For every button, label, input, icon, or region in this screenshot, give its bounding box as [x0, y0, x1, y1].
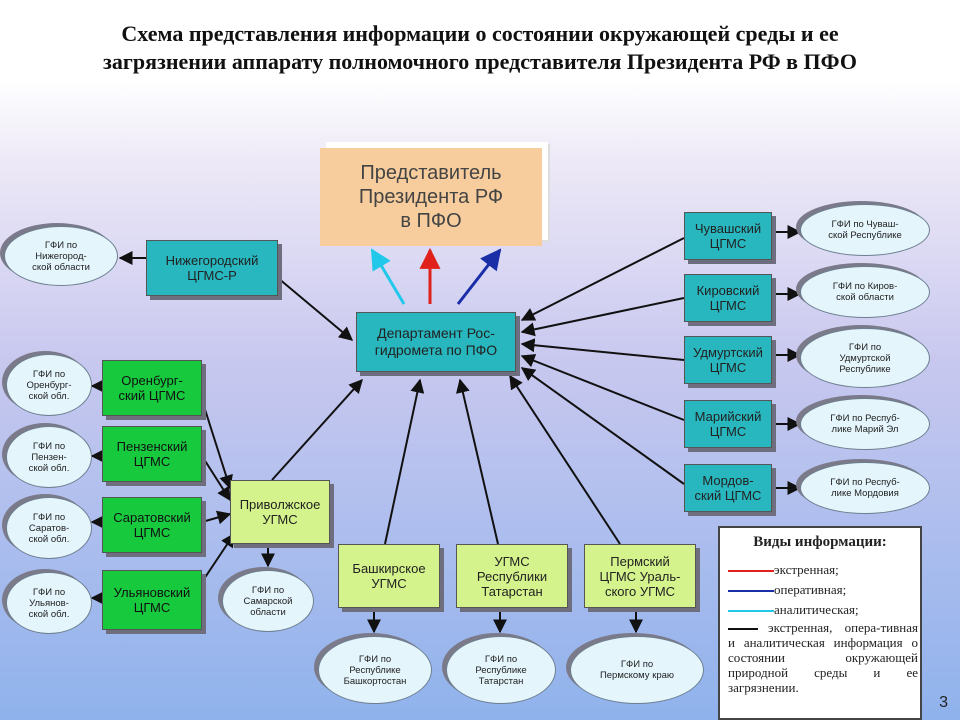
gfi-penza-ellipse: ГФИ по Пензен- ской обл. [6, 426, 92, 488]
arrow-saratov-privolzh [201, 510, 232, 525]
arrow-tatar-dept [456, 378, 499, 545]
gfi-chuvash-ellipse: ГФИ по Чуваш- ской Республике [800, 204, 930, 256]
page-number: 3 [939, 694, 948, 711]
arrow-orenburg-privolzh [201, 399, 233, 490]
arrow-mordov-dept [520, 367, 685, 485]
gfi-bashkir-ellipse: ГФИ по Республике Башкортостан [318, 636, 432, 704]
department-box: Департамент Рос- гидромета по ПФО [356, 312, 516, 372]
nizhny-cgms-box: Нижегородский ЦГМС-Р [146, 240, 278, 296]
arrow-analytical [370, 248, 406, 305]
legend-title: Виды информации: [753, 534, 887, 550]
legend-label-analytical: аналитическая; [774, 602, 859, 617]
arrow-mari-dept [520, 354, 685, 421]
penza-cgms-box: Пензенский ЦГМС [102, 426, 202, 482]
gfi-perm-ellipse: ГФИ по Пермскому краю [570, 636, 704, 704]
title-line-2: загрязнении аппарату полномочного предст… [103, 49, 857, 74]
udmurt-cgms-box: Удмуртский ЦГМС [684, 336, 772, 384]
arrow-ulyanovsk-privolzh [201, 532, 235, 583]
legend-swatch-analytical [728, 610, 774, 612]
gfi-orenburg-ellipse: ГФИ по Оренбург- ской обл. [6, 354, 92, 416]
chuvash-cgms-box: Чувашский ЦГМС [684, 212, 772, 260]
kirov-cgms-box: Кировский ЦГМС [684, 274, 772, 322]
legend-box: Виды информации: экстренная; оперативная… [718, 526, 922, 720]
mordov-cgms-box: Мордов- ский ЦГМС [684, 464, 772, 512]
legend-label-emergency: экстренная; [774, 562, 839, 577]
gfi-mari-ellipse: ГФИ по Респуб- лике Марий Эл [800, 398, 930, 450]
gfi-samara-ellipse: ГФИ по Самарской области [222, 570, 314, 632]
legend-swatch-emergency [728, 570, 774, 572]
legend-label-operative: оперативная; [774, 582, 847, 597]
gfi-mordov-ellipse: ГФИ по Респуб- лике Мордовия [800, 462, 930, 514]
ulyanovsk-cgms-box: Ульяновский ЦГМС [102, 570, 202, 630]
arrow-nizhny-dept [277, 277, 354, 341]
arrow-bashkir-dept [384, 378, 425, 545]
arrow-privolzh-dept [271, 378, 363, 481]
gfi-kirov-ellipse: ГФИ по Киров- ской области [800, 266, 930, 318]
legend-swatch-operative [728, 590, 774, 592]
privolzh-ugms-box: Приволжское УГМС [230, 480, 330, 544]
page-title: Схема представления информации о состоян… [0, 20, 960, 76]
mari-cgms-box: Марийский ЦГМС [684, 400, 772, 448]
gfi-tatarstan-ellipse: ГФИ по Республике Татарстан [446, 636, 556, 704]
arrow-perm-dept [509, 374, 621, 545]
bashkir-ugms-box: Башкирское УГМС [338, 544, 440, 608]
gfi-udmurt-ellipse: ГФИ по Удмуртской Республике [800, 328, 930, 388]
arrow-operative [456, 248, 502, 305]
gfi-ulyanovsk-ellipse: ГФИ по Ульянов- ской обл. [6, 572, 92, 634]
arrow-kirov-dept [520, 297, 685, 337]
arrow-udmurt-dept [520, 338, 685, 361]
gfi-nizhny-ellipse: ГФИ по Нижегород- ской области [4, 226, 118, 286]
legend-swatch-black [728, 628, 758, 630]
saratov-cgms-box: Саратовский ЦГМС [102, 497, 202, 553]
arrow-penza-privolzh [201, 455, 231, 502]
perm-cgms-box: Пермский ЦГМС Ураль- ского УГМС [584, 544, 696, 608]
gfi-saratov-ellipse: ГФИ по Саратов- ской обл. [6, 497, 92, 559]
orenburg-cgms-box: Оренбург- ский ЦГМС [102, 360, 202, 416]
president-representative-box: Представитель Президента РФ в ПФО [320, 148, 542, 246]
tatarstan-ugms-box: УГМС Республики Татарстан [456, 544, 568, 608]
legend-description: экстренная, опера-тивная и аналитическая… [728, 620, 918, 695]
title-line-1: Схема представления информации о состоян… [121, 21, 839, 46]
arrow-chuvash-dept [520, 237, 685, 321]
